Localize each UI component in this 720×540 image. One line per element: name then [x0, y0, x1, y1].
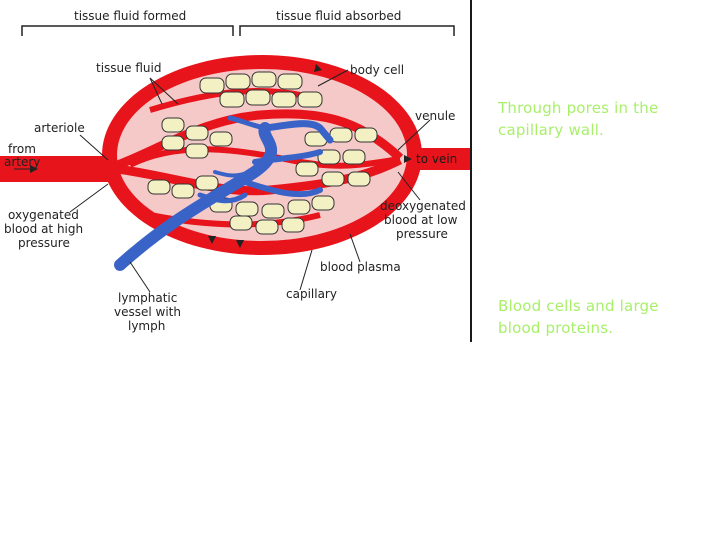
top-brackets	[21, 25, 455, 36]
label-tissue-fluid-absorbed: tissue fluid absorbed	[276, 9, 401, 23]
flow-arrows	[30, 64, 412, 248]
capillary-diagram-figure: tissue fluid formed tissue fluid absorbe…	[0, 0, 472, 342]
label-body-cell: body cell	[350, 63, 404, 77]
label-lymphatic-2: vessel with	[114, 305, 181, 319]
label-oxygenated-1: oxygenated	[8, 208, 79, 222]
label-arteriole: arteriole	[34, 121, 85, 135]
label-blood-plasma: blood plasma	[320, 260, 401, 274]
label-deoxygenated-1: deoxygenated	[380, 199, 466, 213]
lymphatic-vessel	[114, 115, 334, 271]
label-from: from	[8, 142, 36, 156]
label-deoxygenated-3: pressure	[396, 227, 448, 241]
label-to-vein: to vein	[416, 152, 457, 166]
label-lymphatic-1: lymphatic	[118, 291, 177, 305]
figure-right-border	[470, 0, 472, 342]
body-cells	[147, 71, 378, 235]
answer-text-cells-proteins: Blood cells and large blood proteins.	[498, 297, 659, 337]
label-tissue-fluid: tissue fluid	[96, 61, 161, 75]
leader-lines	[14, 69, 431, 293]
label-venule: venule	[415, 109, 455, 123]
label-lymphatic-3: lymph	[128, 319, 165, 333]
label-oxygenated-3: pressure	[18, 236, 70, 250]
capillary-diagram: tissue fluid formed tissue fluid absorbe…	[0, 9, 470, 333]
label-artery: artery	[4, 155, 40, 169]
label-deoxygenated-2: blood at low	[384, 213, 458, 227]
answer-text-pores: Through pores in the capillary wall.	[498, 99, 659, 139]
label-tissue-fluid-formed: tissue fluid formed	[74, 9, 186, 23]
label-oxygenated-2: blood at high	[4, 222, 83, 236]
label-capillary: capillary	[286, 287, 337, 301]
body-cell	[199, 77, 225, 94]
